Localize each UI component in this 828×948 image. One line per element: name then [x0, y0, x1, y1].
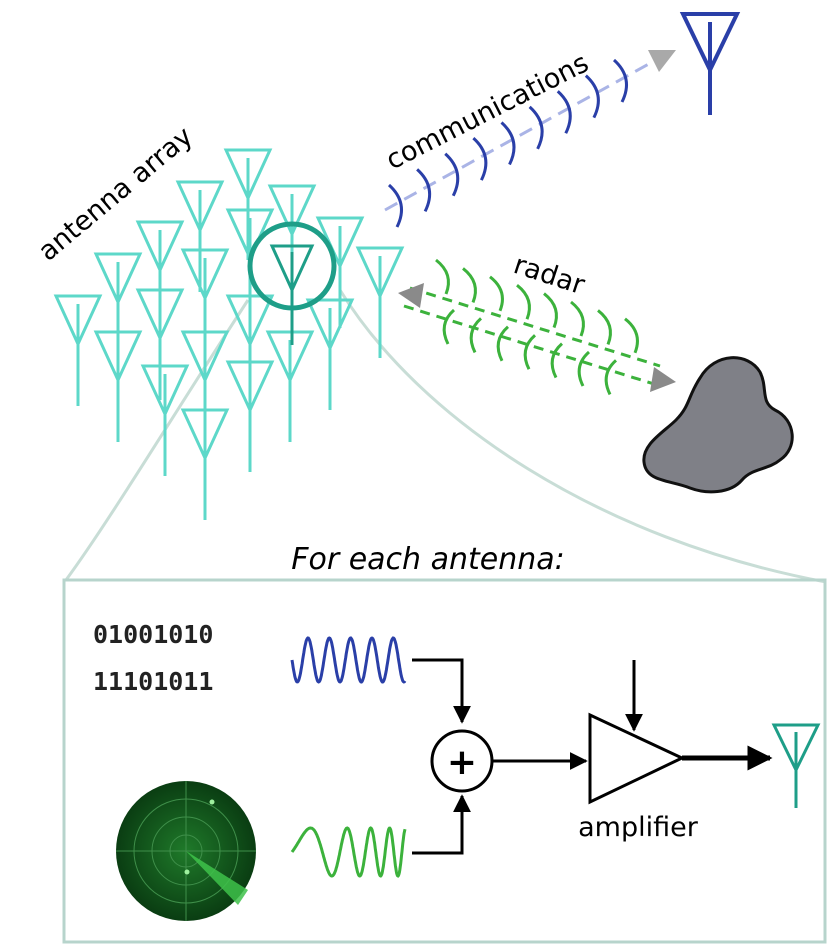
receiver-antenna-icon [679, 12, 741, 115]
comm-wavefronts [387, 58, 628, 228]
amplifier-triangle-icon [588, 712, 686, 805]
antenna-icon [140, 364, 190, 476]
comm-wavefront-arc [584, 74, 600, 119]
antenna-icon [53, 294, 103, 406]
antenna-icon [135, 288, 185, 400]
communications-link: communications [381, 47, 676, 228]
bits-line-1: 01001010 [93, 620, 213, 649]
radar-outgoing-arc [624, 317, 639, 354]
radar-return-arc [496, 325, 510, 362]
radar-arrowhead-left [398, 283, 424, 308]
radar-outgoing-arc [597, 309, 612, 345]
antenna-icon [223, 148, 273, 260]
radar-return-arc [604, 359, 618, 396]
antenna-icon [305, 298, 355, 410]
comm-wavefront-arc [472, 137, 488, 181]
radar-outgoing-arc [435, 258, 450, 295]
radar-return-arc [442, 308, 456, 345]
radar-arrowhead-right [650, 367, 676, 392]
radar-target-shape [642, 356, 794, 494]
radar-outgoing-arc [570, 300, 585, 337]
amplifier-label: amplifier [578, 812, 699, 843]
radar-wavefronts [435, 258, 639, 396]
radar-outgoing-arc [462, 267, 477, 303]
radar-link: radar [398, 249, 676, 396]
per-antenna-panel [62, 578, 827, 944]
comm-wavefront-arc [416, 168, 432, 213]
comm-wavefront-arc [556, 90, 572, 134]
comm-arrowhead [648, 50, 676, 72]
antenna-icon [93, 330, 143, 442]
sum-circle-icon: + [430, 729, 494, 793]
antenna-icon [355, 246, 405, 358]
radar-outgoing-arc [516, 284, 531, 320]
antenna-array-label: antenna array [33, 121, 199, 268]
comm-signal-path [412, 658, 471, 724]
radar-return-arc [550, 342, 564, 379]
radar-return-arc [523, 334, 537, 370]
output-antenna-icon [771, 723, 821, 808]
antenna-icon [180, 408, 230, 520]
radar-return-arc [577, 350, 591, 387]
radar-scope-icon [116, 781, 256, 921]
radar-signal-path [412, 794, 471, 855]
radar-dashed-line-1 [409, 286, 661, 368]
bits-line-2: 11101011 [93, 667, 213, 696]
comm-wavefront-arc [612, 58, 628, 103]
comm-wavefront-arc [500, 121, 516, 166]
sum-symbol: + [447, 742, 477, 783]
radar-label: radar [510, 249, 589, 301]
comm-wavefront-arc [444, 152, 460, 197]
comm-wavefront-arc [387, 183, 403, 228]
comm-dashed-arrow [384, 53, 666, 212]
highlighted-antenna [247, 221, 337, 345]
antenna-icon [269, 244, 315, 345]
antenna-array [53, 148, 405, 520]
radar-outgoing-arc [489, 275, 504, 312]
antenna-icon [175, 180, 225, 292]
antenna-icon [265, 330, 315, 442]
radar-chirp-waveform [290, 826, 407, 878]
radar-outgoing-arc [543, 292, 558, 329]
comm-waveform [290, 636, 407, 684]
radar-return-arc [469, 317, 483, 354]
panel-title: For each antenna: [291, 542, 565, 577]
comm-wavefront-arc [528, 105, 544, 150]
antenna-icon [225, 360, 275, 472]
zoom-line-left [64, 299, 250, 581]
